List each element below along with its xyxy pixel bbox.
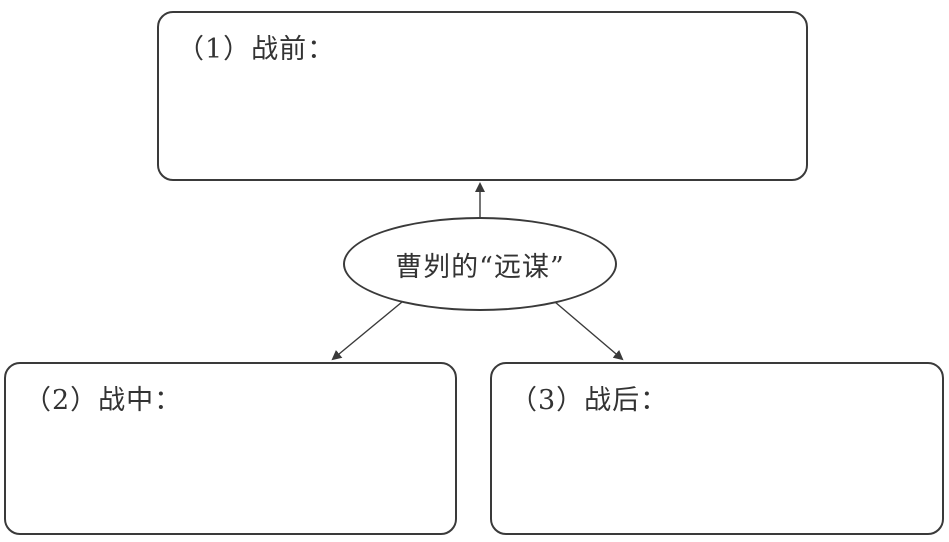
- box-before-battle: （1）战前：: [157, 11, 808, 181]
- arrow-to-during: [331, 301, 403, 361]
- box-after-battle: （3）战后：: [490, 362, 944, 535]
- center-ellipse-label: 曹刿的“远谋”: [395, 251, 565, 283]
- box-before-battle-label: （1）战前：: [177, 34, 336, 65]
- box-during-battle: （2）战中：: [4, 362, 457, 535]
- box-after-battle-label: （3）战后：: [510, 385, 669, 416]
- arrow-to-after: [554, 301, 624, 361]
- center-ellipse: 曹刿的“远谋”: [343, 217, 617, 311]
- box-during-battle-label: （2）战中：: [24, 385, 183, 416]
